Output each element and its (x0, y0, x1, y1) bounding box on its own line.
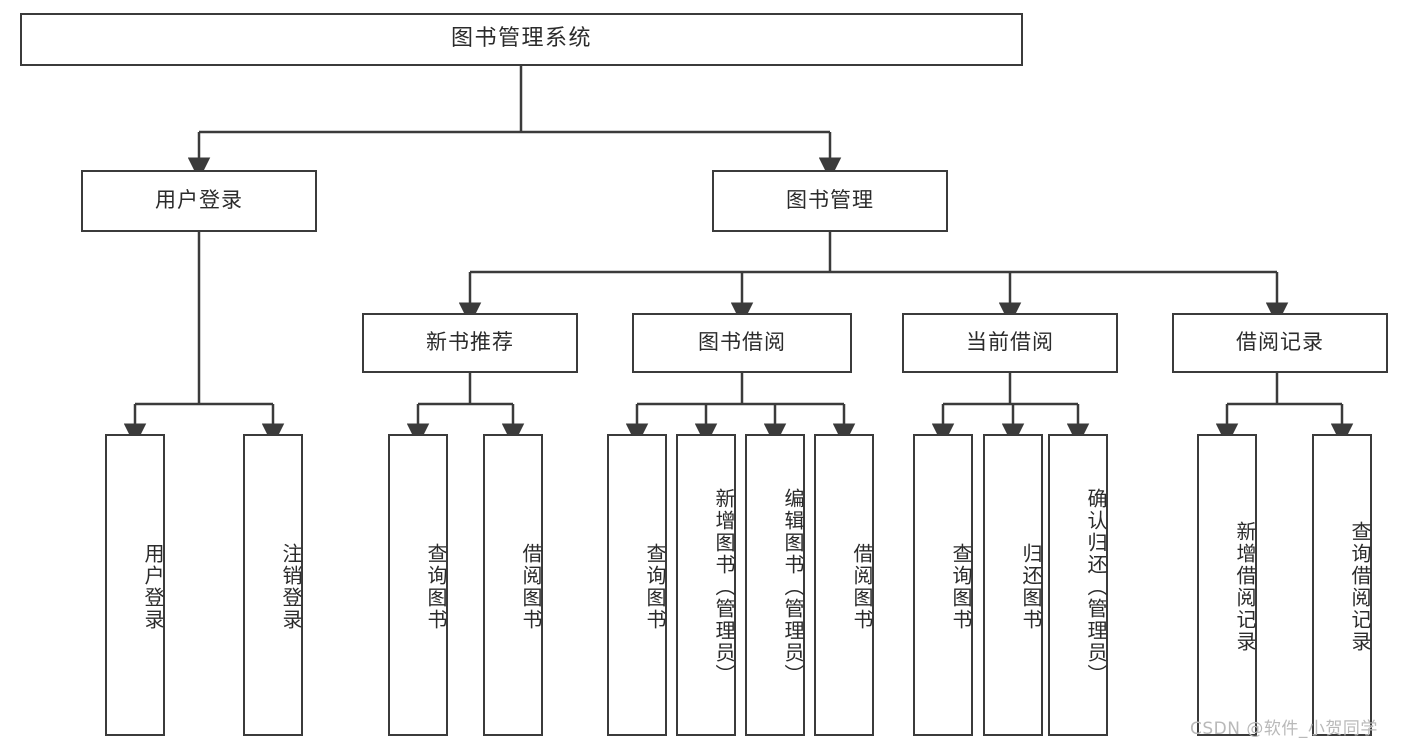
node-borrow-record[interactable]: 借阅记录 (1172, 313, 1388, 373)
node-current-borrow[interactable]: 当前借阅 (902, 313, 1118, 373)
node-label: 查询图书 (949, 543, 973, 631)
node-leaf-edit-book[interactable]: 编辑图书（管理员） (745, 434, 805, 736)
node-book-borrow[interactable]: 图书借阅 (632, 313, 852, 373)
node-label: 新增图书（管理员） (712, 488, 736, 686)
node-label: 借阅图书 (850, 543, 874, 631)
node-root-system[interactable]: 图书管理系统 (20, 13, 1023, 66)
node-label: 图书管理系统 (450, 26, 592, 52)
node-leaf-add-book[interactable]: 新增图书（管理员） (676, 434, 736, 736)
node-leaf-query-record[interactable]: 查询借阅记录 (1312, 434, 1372, 736)
node-leaf-query-book-3[interactable]: 查询图书 (913, 434, 973, 736)
node-label: 新书推荐 (426, 330, 514, 355)
node-label: 图书管理 (786, 188, 874, 213)
node-label: 编辑图书（管理员） (781, 488, 805, 686)
node-label: 借阅记录 (1236, 330, 1324, 355)
csdn-watermark: CSDN @软件_小贺同学 (1190, 719, 1378, 739)
node-label: 用户登录 (141, 543, 165, 631)
node-user-login[interactable]: 用户登录 (81, 170, 317, 232)
node-label: 确认归还（管理员） (1084, 488, 1108, 686)
node-label: 查询图书 (643, 543, 667, 631)
node-leaf-logout-login[interactable]: 注销登录 (243, 434, 303, 736)
node-label: 用户登录 (155, 188, 243, 213)
node-leaf-confirm-return[interactable]: 确认归还（管理员） (1048, 434, 1108, 736)
node-label: 查询图书 (424, 543, 448, 631)
node-new-book-recommend[interactable]: 新书推荐 (362, 313, 578, 373)
node-leaf-user-login[interactable]: 用户登录 (105, 434, 165, 736)
node-label: 借阅图书 (519, 543, 543, 631)
node-label: 新增借阅记录 (1233, 521, 1257, 653)
node-leaf-add-record[interactable]: 新增借阅记录 (1197, 434, 1257, 736)
node-label: 当前借阅 (966, 330, 1054, 355)
node-book-manage[interactable]: 图书管理 (712, 170, 948, 232)
node-leaf-return-book[interactable]: 归还图书 (983, 434, 1043, 736)
node-leaf-borrow-book-1[interactable]: 借阅图书 (483, 434, 543, 736)
node-label: 归还图书 (1019, 543, 1043, 631)
node-leaf-borrow-book-2[interactable]: 借阅图书 (814, 434, 874, 736)
node-leaf-query-book-1[interactable]: 查询图书 (388, 434, 448, 736)
node-label: 查询借阅记录 (1348, 521, 1372, 653)
node-label: 注销登录 (279, 543, 303, 631)
node-label: 图书借阅 (698, 330, 786, 355)
node-leaf-query-book-2[interactable]: 查询图书 (607, 434, 667, 736)
